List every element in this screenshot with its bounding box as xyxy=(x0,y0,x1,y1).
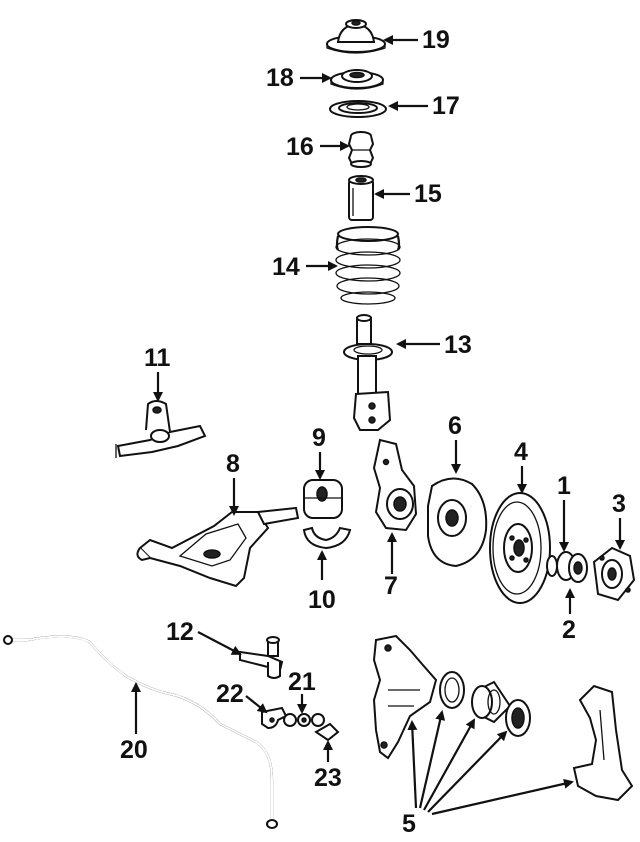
arrow-12 xyxy=(197,631,242,655)
arrow-22 xyxy=(245,695,268,714)
callout-10: 10 xyxy=(308,586,336,614)
bushing-clamp-part xyxy=(304,528,350,548)
callout-15: 15 xyxy=(414,180,442,208)
brake-rotor-part xyxy=(490,493,550,603)
caliper-piston-part xyxy=(472,682,510,722)
callout-8: 8 xyxy=(226,450,240,478)
callout-14: 14 xyxy=(272,253,300,281)
callout-7: 7 xyxy=(384,572,398,600)
callout-16: 16 xyxy=(286,133,314,161)
callout-17: 17 xyxy=(432,92,460,120)
callout-3: 3 xyxy=(612,490,626,518)
dust-boot-seal-part xyxy=(506,700,530,736)
callout-21: 21 xyxy=(288,668,316,696)
callout-labels: 19 18 17 16 15 14 13 11 9 8 6 4 1 3 10 7… xyxy=(120,26,626,838)
callout-18: 18 xyxy=(266,64,294,92)
splash-shield-part xyxy=(428,478,486,566)
wheel-hub-part xyxy=(594,548,634,600)
tie-rod-end-part xyxy=(116,401,205,458)
caliper-seal-part xyxy=(440,672,464,708)
callout-1: 1 xyxy=(557,472,571,500)
arrow-5c xyxy=(423,718,475,811)
bushing-part xyxy=(304,480,342,518)
callout-20: 20 xyxy=(120,736,148,764)
spring-seat-part xyxy=(330,101,386,117)
callout-9: 9 xyxy=(312,424,326,452)
lower-control-arm-part xyxy=(137,508,298,586)
link-nut-part xyxy=(316,724,338,740)
callout-2: 2 xyxy=(562,616,576,644)
callout-22: 22 xyxy=(216,680,244,708)
wheel-bearing-part xyxy=(557,552,587,582)
steering-knuckle-part xyxy=(374,440,416,530)
brake-caliper-part xyxy=(374,636,436,758)
link-bushing-part xyxy=(284,714,324,726)
upper-mount-part xyxy=(327,20,385,53)
callout-12: 12 xyxy=(166,618,194,646)
callout-19: 19 xyxy=(422,26,450,54)
coil-spring-part xyxy=(336,227,400,304)
seal-part xyxy=(547,556,557,576)
ball-joint-part xyxy=(240,637,282,678)
caliper-bracket-part xyxy=(574,686,632,800)
callout-5: 5 xyxy=(402,810,416,838)
callout-11: 11 xyxy=(144,344,171,372)
arrow-5e xyxy=(431,778,574,816)
callout-23: 23 xyxy=(314,764,342,792)
bump-stop-part xyxy=(349,132,373,167)
callout-4: 4 xyxy=(514,438,528,466)
arrow-5b xyxy=(418,710,446,809)
arrow-5d xyxy=(427,730,508,813)
stabilizer-bar-part xyxy=(4,636,277,828)
callout-6: 6 xyxy=(448,412,462,440)
link-bracket-part xyxy=(262,708,286,728)
callout-13: 13 xyxy=(444,331,472,359)
dust-boot-part xyxy=(349,176,373,220)
arrow-5a xyxy=(407,720,418,809)
leader-arrows xyxy=(131,35,625,816)
strut-shock-part xyxy=(344,315,392,430)
strut-bearing-part xyxy=(331,70,383,89)
